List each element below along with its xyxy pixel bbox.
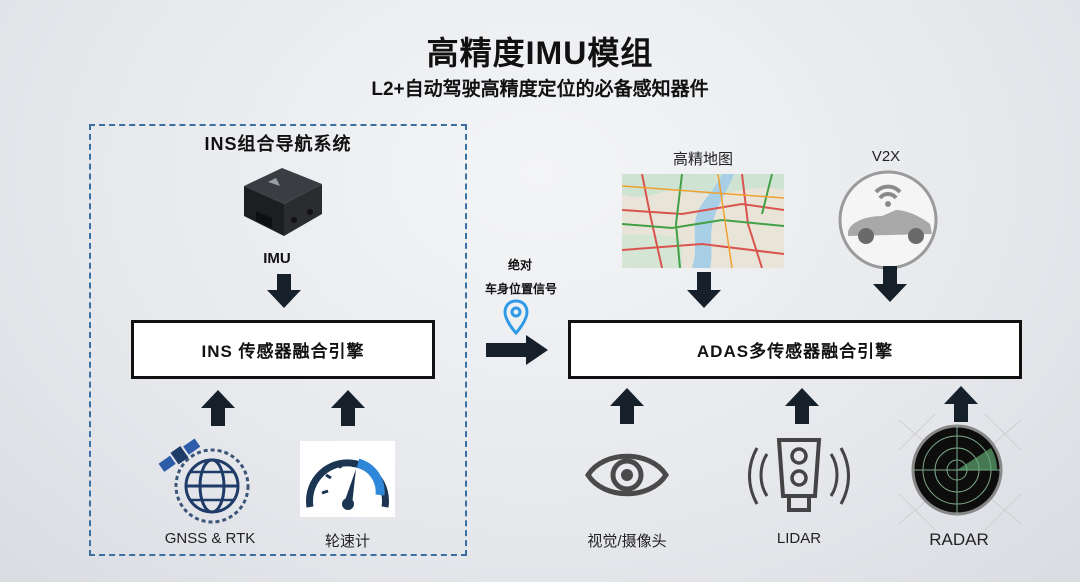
camera-label: 视觉/摄像头 xyxy=(587,533,667,550)
eye-icon xyxy=(584,444,670,506)
adas-engine-label: ADAS多传感器融合引擎 xyxy=(696,342,894,361)
down-arrow-icon xyxy=(687,272,721,308)
location-pin-icon xyxy=(503,299,529,335)
speedometer-icon xyxy=(300,441,395,517)
signal-label-line1: 绝对 xyxy=(507,258,532,272)
hd-map-label: 高精地图 xyxy=(672,151,733,168)
up-arrow-icon xyxy=(201,390,235,426)
ins-panel-title: INS组合导航系统 xyxy=(204,134,352,154)
connected-car-icon xyxy=(836,170,940,270)
down-arrow-icon xyxy=(267,274,301,308)
page-subtitle: L2+自动驾驶高精度定位的必备感知器件 xyxy=(371,79,709,100)
v2x-label: V2X xyxy=(871,148,901,165)
gnss-label: GNSS & RTK xyxy=(164,530,256,547)
satellite-globe-icon xyxy=(154,434,254,524)
imu-device-icon xyxy=(236,158,328,240)
up-arrow-icon xyxy=(610,388,644,424)
right-arrow-icon xyxy=(486,335,548,365)
up-arrow-icon xyxy=(785,388,819,424)
adas-fusion-engine-box: ADAS多传感器融合引擎 xyxy=(568,320,1022,379)
wheel-speed-label: 轮速计 xyxy=(324,533,370,550)
lidar-label: LIDAR xyxy=(776,530,822,547)
hd-map-icon xyxy=(622,174,784,268)
radar-icon xyxy=(895,410,1025,534)
page-title: 高精度IMU模组 xyxy=(426,35,654,71)
up-arrow-icon xyxy=(944,386,978,422)
radar-label: RADAR xyxy=(929,530,989,549)
ins-fusion-engine-box: INS 传感器融合引擎 xyxy=(131,320,435,379)
ins-panel xyxy=(89,124,467,556)
signal-label-line2: 车身位置信号 xyxy=(484,282,557,296)
down-arrow-icon xyxy=(873,266,907,302)
imu-label: IMU xyxy=(263,250,291,267)
ins-engine-label: INS 传感器融合引擎 xyxy=(201,342,365,361)
lidar-icon xyxy=(745,434,853,520)
up-arrow-icon xyxy=(331,390,365,426)
